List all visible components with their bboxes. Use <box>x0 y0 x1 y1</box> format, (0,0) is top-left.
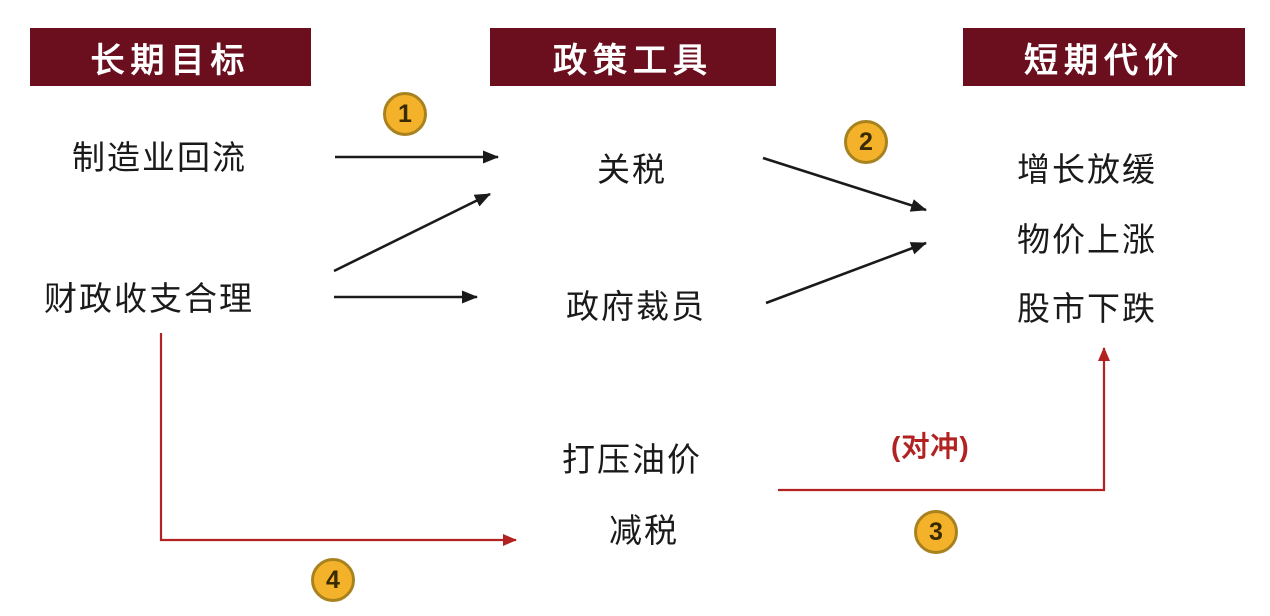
badge-3: 3 <box>914 510 958 554</box>
node-price-rise: 物价上涨 <box>1017 221 1157 258</box>
node-suppress-oil-price: 打压油价 <box>562 441 702 478</box>
column-header-short-term-costs: 短期代价 <box>963 28 1245 86</box>
arrow-fiscal-to-taxcuts <box>159 333 517 546</box>
badge-2: 2 <box>844 120 888 164</box>
column-header-long-term-goals: 长期目标 <box>30 28 311 86</box>
node-manufacturing-reshoring: 制造业回流 <box>72 139 247 176</box>
node-growth-slowdown: 增长放缓 <box>1017 151 1157 188</box>
node-tariffs: 关税 <box>597 151 667 188</box>
badge-1: 1 <box>383 92 427 136</box>
arrow-fiscal-to-tariffs <box>333 192 491 273</box>
node-stock-decline: 股市下跌 <box>1017 290 1157 327</box>
arrow-oil-hedge-to-stocks <box>778 347 1110 492</box>
node-fiscal-balance: 财政收支合理 <box>44 280 254 317</box>
hedge-label: (对冲) <box>891 431 970 462</box>
node-gov-layoffs: 政府裁员 <box>566 288 706 325</box>
badge-4: 4 <box>311 558 355 602</box>
node-tax-cuts: 减税 <box>609 512 679 549</box>
arrow-layoffs-to-costs <box>765 241 927 305</box>
column-header-policy-tools: 政策工具 <box>490 28 776 86</box>
arrow-tariffs-to-costs <box>762 156 927 212</box>
